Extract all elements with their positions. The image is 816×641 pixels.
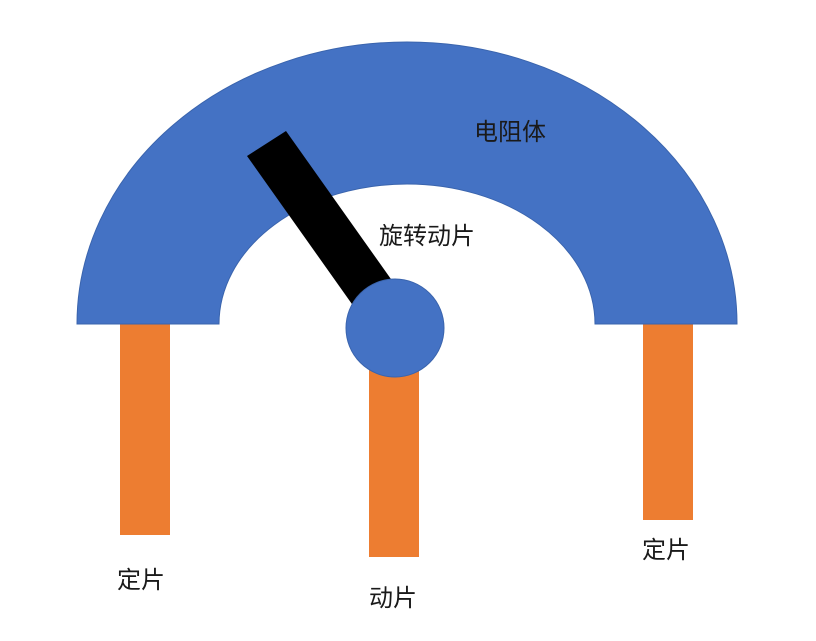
resistor-body-label: 电阻体 [474,118,546,146]
wiper-pivot [345,278,445,378]
rotating-wiper-label: 旋转动片 [379,222,475,250]
fixed-terminal-left [120,322,170,535]
wiper-terminal-label: 动片 [369,584,417,612]
fixed-terminal-right-label: 定片 [642,536,690,564]
wiper-terminal [369,360,419,557]
rotating-wiper-arm [247,131,398,314]
fixed-terminal-left-label: 定片 [117,566,165,594]
fixed-terminal-right [643,322,693,520]
